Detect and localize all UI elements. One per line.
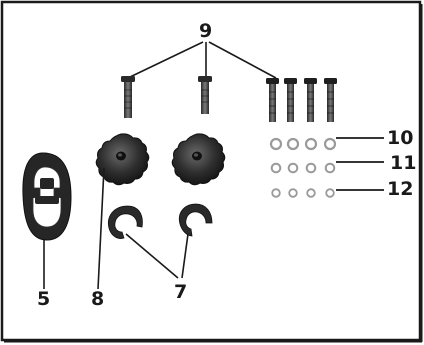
callout-12: 12	[387, 178, 414, 200]
leader-lines-washers	[336, 137, 384, 191]
bolt-group-bolt-3	[304, 78, 317, 122]
bolt-single-left	[121, 76, 135, 118]
callout-9: 9	[199, 20, 213, 42]
washer-row-medium	[270, 162, 336, 174]
clip-right	[178, 203, 213, 237]
bolt-group-four	[266, 78, 337, 122]
rubber-hanger	[22, 152, 72, 241]
callout-8: 8	[91, 288, 105, 310]
bolt-group-bolt-4	[324, 78, 337, 122]
leader-lines-bottom	[43, 167, 189, 290]
callout-5: 5	[37, 288, 51, 310]
washer-row-small	[271, 188, 335, 198]
bolt-group-bolt-2	[284, 78, 297, 122]
clip-left	[107, 205, 143, 239]
callout-11: 11	[390, 152, 417, 174]
leader-lines-9	[129, 41, 277, 79]
bolt-group-bolt-1	[266, 78, 279, 122]
knob-right	[171, 133, 226, 186]
callout-7: 7	[174, 281, 188, 303]
bolt-single-middle	[198, 76, 212, 114]
washer-row-large	[269, 137, 337, 151]
knob-left	[95, 133, 150, 186]
callout-10: 10	[387, 127, 414, 149]
